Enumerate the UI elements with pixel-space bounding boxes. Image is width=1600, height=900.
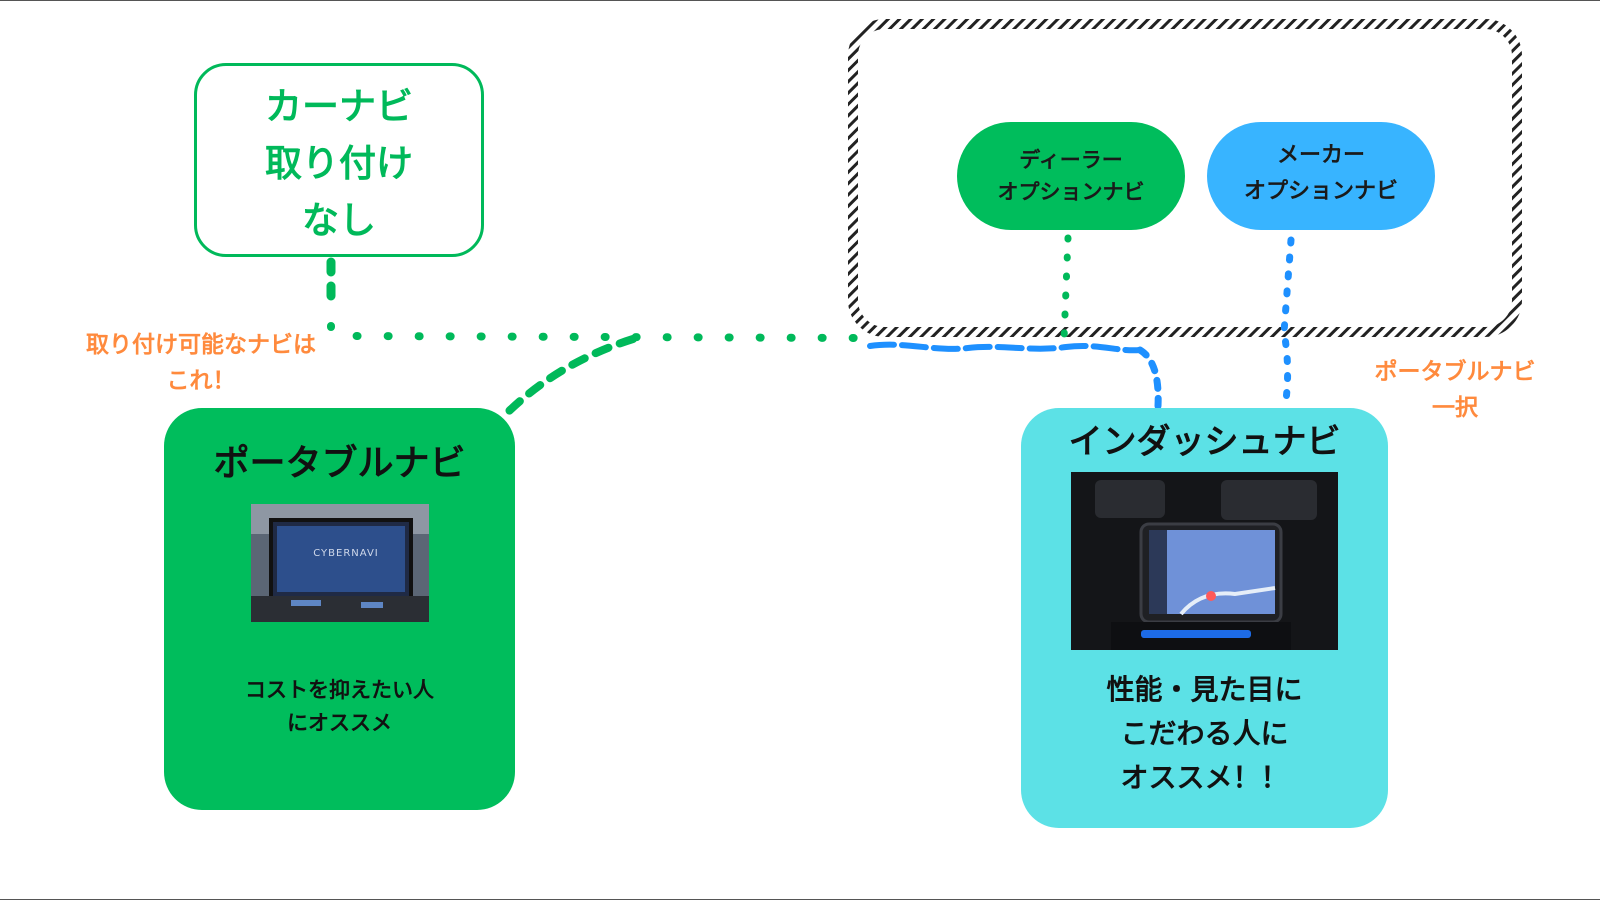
indash-description: 性能・見た目に こだわる人に オススメ！！ xyxy=(1021,668,1388,800)
portable-navi-illustration xyxy=(251,504,429,622)
green-dotted-connector xyxy=(327,260,864,342)
note-installable-navi: 取り付け可能なナビは これ！ xyxy=(56,327,346,399)
maker-line-1: メーカー xyxy=(1276,143,1365,168)
maker-line-2: オプションナビ xyxy=(1243,179,1398,204)
green-branch-to-portable xyxy=(504,335,637,416)
dealer-dotted-connector xyxy=(1060,234,1072,344)
portable-navi-photo: CYBERNAVI xyxy=(251,504,429,622)
blue-dotted-to-indash xyxy=(1136,346,1162,410)
maker-option-navi-box: メーカー オプションナビ xyxy=(1207,122,1435,230)
indash-navi-box: インダッシュナビ 性能・見た目に こだわる人に オススメ！！ xyxy=(1021,408,1388,828)
dealer-option-navi-box: ディーラー オプションナビ xyxy=(957,122,1185,230)
indash-title: インダッシュナビ xyxy=(1068,422,1341,462)
portable-photo-caption: CYBERNAVI xyxy=(313,548,379,559)
top-border-line xyxy=(0,0,1600,1)
indash-navi-photo xyxy=(1071,472,1338,650)
portable-navi-box: ポータブルナビ CYBERNAVI コストを抑えたい人 にオススメ xyxy=(164,408,515,810)
indash-navi-illustration xyxy=(1071,472,1338,650)
portable-title: ポータブルナビ xyxy=(213,443,466,484)
option-nav-rope-frame xyxy=(848,19,1522,337)
portable-desc-line-2: にオススメ xyxy=(287,711,392,735)
dealer-line-2: オプションナビ xyxy=(997,180,1145,204)
indash-desc-line-2: こだわる人に xyxy=(1120,717,1289,750)
note-portable-only: ポータブルナビ 一択 xyxy=(1340,354,1570,426)
indash-desc-line-1: 性能・見た目に xyxy=(1106,673,1303,706)
no-nav-line-2: 取り付け xyxy=(265,142,413,185)
note-left-line-1: 取り付け可能なナビは xyxy=(86,332,316,358)
no-car-navi-box: カーナビ 取り付け なし xyxy=(194,63,484,257)
dealer-line-1: ディーラー xyxy=(1019,148,1123,172)
note-right-line-2: 一択 xyxy=(1432,395,1478,421)
indash-desc-line-3: オススメ！！ xyxy=(1120,761,1289,794)
note-left-line-2: これ！ xyxy=(166,368,236,394)
no-nav-line-1: カーナビ xyxy=(265,85,413,128)
portable-description: コストを抑えたい人 にオススメ xyxy=(164,674,515,740)
no-nav-line-3: なし xyxy=(302,199,376,242)
maker-dotted-connector xyxy=(1280,236,1295,404)
note-right-line-1: ポータブルナビ xyxy=(1374,359,1536,385)
blue-squiggle-connector xyxy=(867,341,1143,354)
portable-desc-line-1: コストを抑えたい人 xyxy=(245,678,434,702)
